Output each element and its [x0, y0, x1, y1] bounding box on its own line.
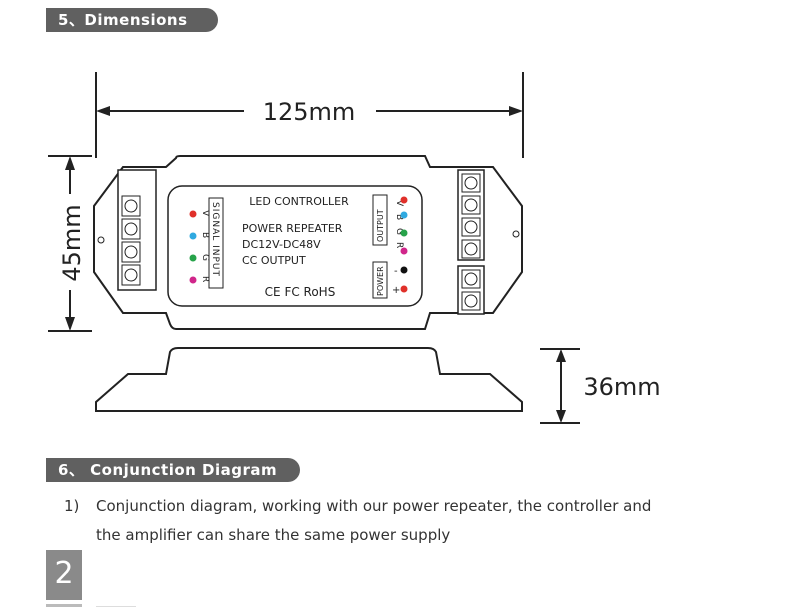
paragraph-line-1: Conjunction diagram, working with our po…: [96, 497, 652, 515]
right-pin-b: B: [394, 214, 404, 220]
signal-input-box: [208, 197, 224, 289]
device-label-panel: [167, 185, 423, 307]
output-label: OUTPUT: [376, 209, 385, 242]
arrow-up-icon: [556, 349, 566, 362]
device-line-1: POWER REPEATER: [242, 222, 343, 235]
device-side-profile: [95, 347, 523, 412]
arrow-right-icon: [509, 106, 523, 116]
right-power-screws: [461, 269, 481, 311]
right-output-screws: [461, 173, 481, 259]
left-pin-b: B: [200, 232, 210, 238]
page-number: 2: [54, 556, 74, 591]
left-pin-g: G: [200, 254, 210, 261]
pin-dot-blue: [400, 211, 408, 219]
pin-dot-red: [189, 210, 197, 218]
paragraph-line-2: the amplifier can share the same power s…: [96, 526, 451, 544]
arrow-down-icon: [556, 410, 566, 423]
output-box: [372, 194, 388, 246]
certification-marks: CE FC RoHS: [265, 285, 336, 299]
signal-input-label: SIGNAL INPUT: [210, 202, 220, 277]
dim-height-label: 45mm: [58, 204, 86, 281]
pin-dot-magenta: [189, 276, 197, 284]
mount-hole-right: [512, 230, 520, 238]
section-5-heading: 5、Dimensions: [46, 8, 218, 32]
right-pin-r: R: [394, 242, 404, 248]
left-terminal-screws: [121, 195, 141, 286]
left-pin-v: V: [200, 210, 210, 217]
section-6-heading: 6、 Conjunction Diagram: [46, 458, 300, 482]
pin-dot-red: [400, 196, 408, 204]
pin-dot-red: [400, 285, 408, 293]
power-box: [372, 261, 388, 299]
dim-depth-label: 36mm: [583, 373, 660, 401]
mount-hole-left: [97, 236, 105, 244]
list-number: 1): [64, 497, 80, 515]
page-underline: [46, 604, 82, 607]
dim-width-label: 125mm: [263, 98, 356, 126]
pin-dot-magenta: [400, 247, 408, 255]
power-plus-label: +: [392, 285, 400, 296]
device-title: LED CONTROLLER: [249, 195, 349, 208]
arrow-left-icon: [96, 106, 110, 116]
arrow-down-icon: [65, 317, 75, 331]
arrow-up-icon: [65, 156, 75, 170]
power-minus-label: -: [394, 266, 398, 277]
pin-dot-green: [189, 254, 197, 262]
right-pin-v: V: [394, 200, 404, 207]
power-label: POWER: [376, 266, 385, 296]
pin-dot-blue: [189, 232, 197, 240]
device-line-3: CC OUTPUT: [242, 254, 306, 267]
pin-dot-black: [400, 266, 408, 274]
right-pin-g: G: [394, 228, 404, 235]
page-number-box: 2: [46, 550, 82, 600]
pin-dot-green: [400, 229, 408, 237]
left-pin-r: R: [200, 276, 210, 282]
page-footer-rule: [96, 606, 136, 607]
device-line-2: DC12V-DC48V: [242, 238, 321, 251]
